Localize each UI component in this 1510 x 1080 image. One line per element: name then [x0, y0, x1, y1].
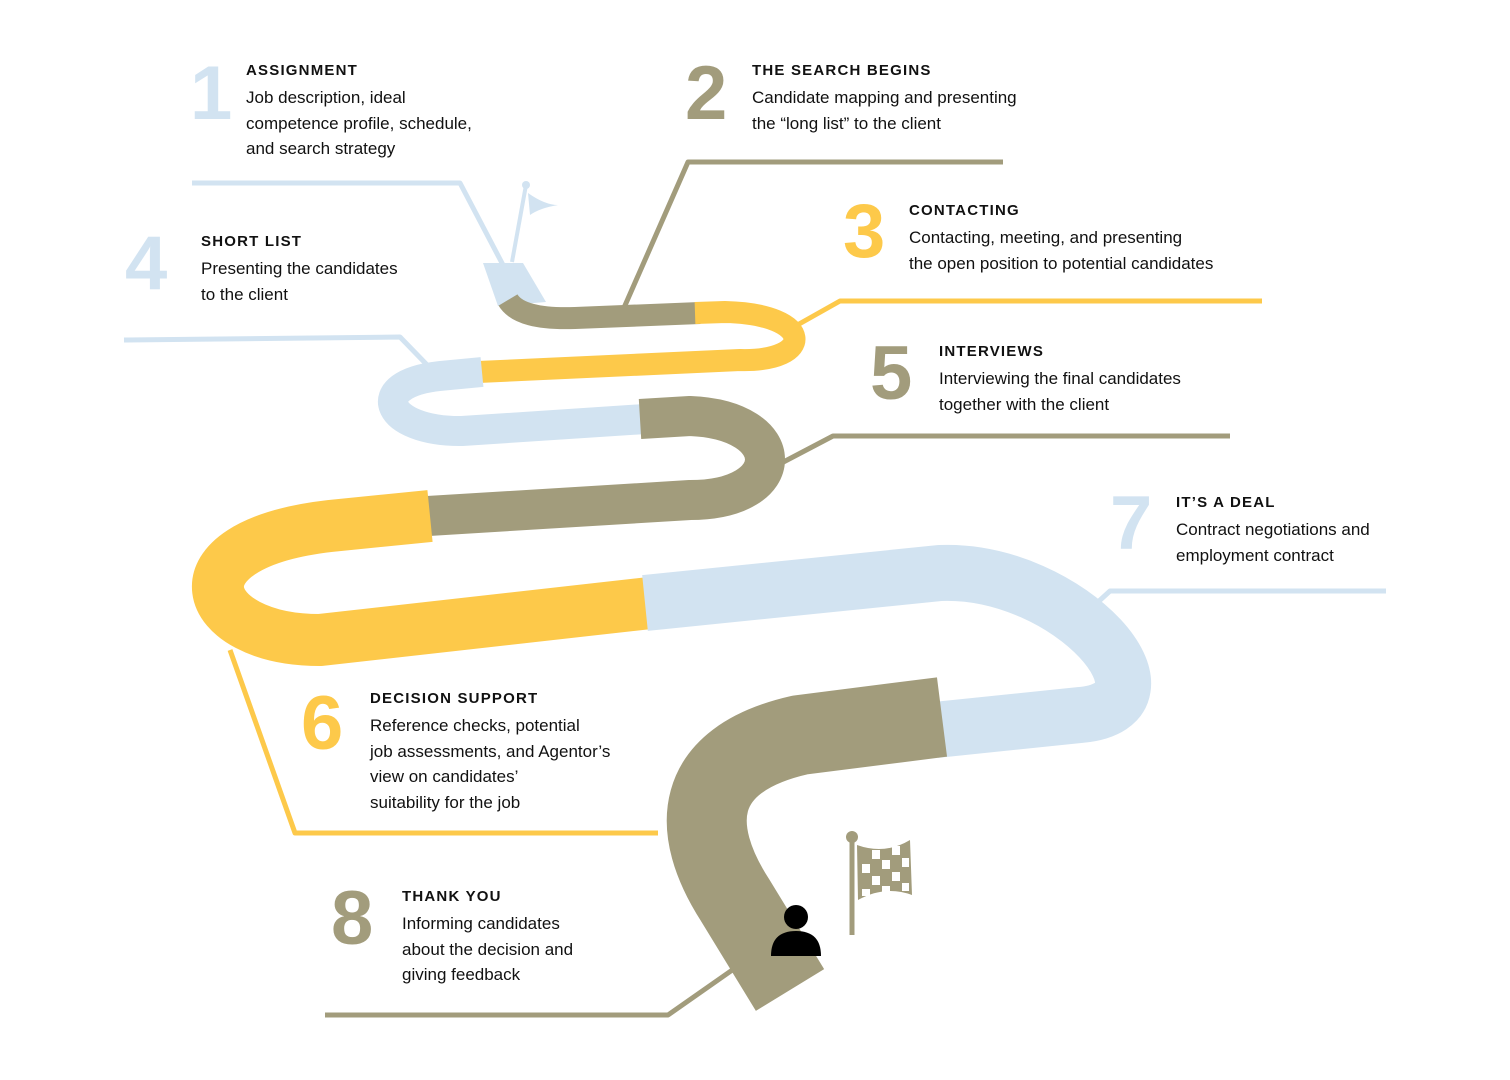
leader-line-6 [227, 649, 658, 836]
road-segment-7 [642, 544, 1152, 758]
road-segment-8 [666, 677, 948, 1011]
road-segment-4 [378, 357, 646, 447]
leader-line-7 [1096, 588, 1386, 604]
start-flag-icon [510, 181, 558, 263]
leader-line-2 [620, 159, 1003, 312]
road-segment-1 [483, 263, 546, 306]
leader-line-1 [192, 180, 506, 267]
leader-line-5 [770, 433, 1230, 471]
leader-line-8 [325, 963, 740, 1018]
person-icon [771, 905, 821, 956]
road-segment-5 [426, 396, 785, 536]
road-segment-6 [192, 490, 653, 666]
leader-line-4 [123, 334, 434, 372]
road-segment-3 [477, 301, 806, 383]
leader-line-3 [790, 298, 1262, 331]
road-segment-2 [498, 293, 701, 330]
checkered-flag-icon [846, 831, 912, 935]
